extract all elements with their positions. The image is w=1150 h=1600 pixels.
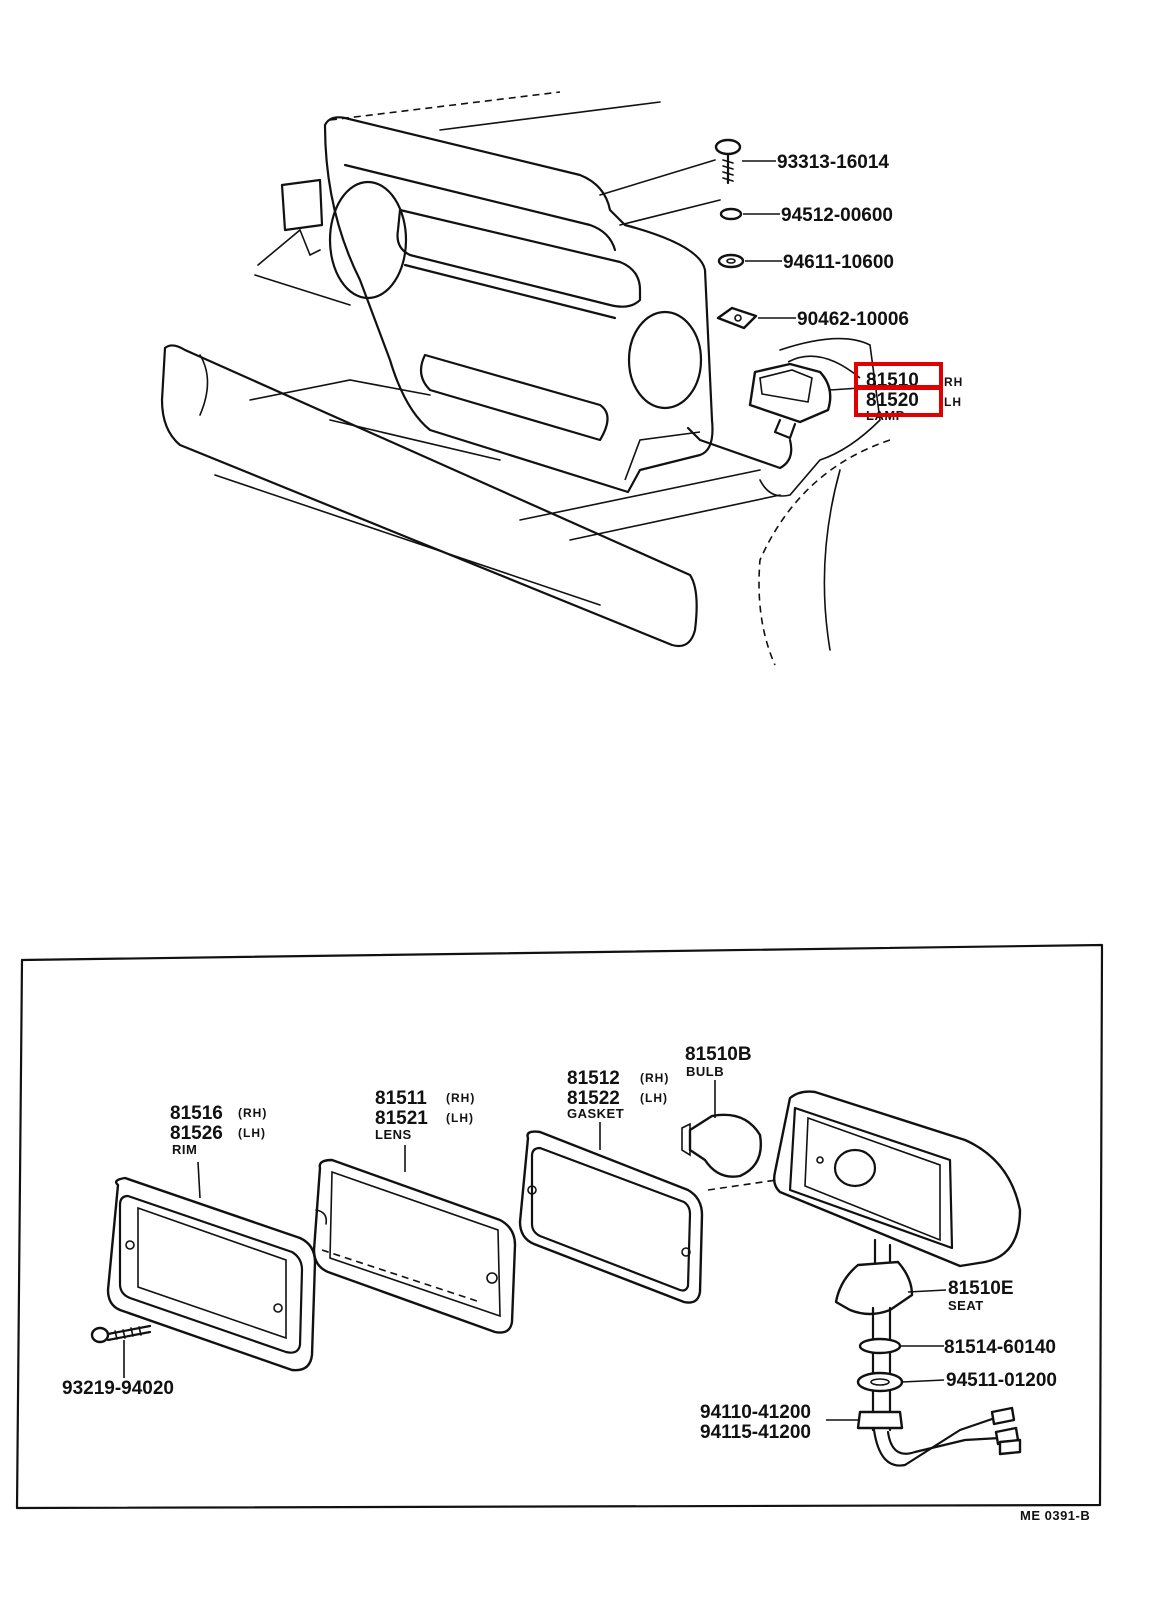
gasket-lh-part-number: 81522 xyxy=(567,1088,620,1109)
clip-90462 xyxy=(716,306,758,330)
gasket-name: GASKET xyxy=(567,1106,624,1121)
vehicle-front-illustration xyxy=(160,91,891,666)
lens-rh-side: (RH) xyxy=(446,1091,475,1105)
seat-part-number: 81510E xyxy=(948,1278,1014,1299)
rim-rh-part-number: 81516 xyxy=(170,1103,223,1124)
washer-94512 xyxy=(719,207,743,221)
nut-94110 xyxy=(856,1410,904,1430)
highlight-box-lh xyxy=(854,385,943,417)
rim-lh-side: (LH) xyxy=(238,1126,266,1140)
lens-part xyxy=(312,1158,517,1334)
fog-lamp-assembly xyxy=(686,362,832,470)
drawing-code: ME 0391-B xyxy=(1020,1508,1090,1523)
lamp-body-part xyxy=(772,1090,1022,1274)
headlight-left xyxy=(328,180,408,300)
washer-81514 xyxy=(858,1337,902,1355)
seat-name: SEAT xyxy=(948,1298,984,1313)
headlight-right xyxy=(627,310,703,410)
detail-view-frame xyxy=(15,943,1104,1510)
lamp-lh-side: LH xyxy=(944,395,962,409)
nut-part-number-2: 94115-41200 xyxy=(700,1422,811,1443)
top-leader-lines xyxy=(624,160,861,481)
seat-part xyxy=(834,1260,914,1316)
washer-81514-part-number: 81514-60140 xyxy=(944,1337,1056,1358)
rim-lh-part-number: 81526 xyxy=(170,1123,223,1144)
part-number-94512-00600: 94512-00600 xyxy=(781,205,893,226)
rim-name: RIM xyxy=(172,1142,197,1157)
gasket-part xyxy=(518,1130,704,1304)
part-number-90462-10006: 90462-10006 xyxy=(797,309,909,330)
lens-rh-part-number: 81511 xyxy=(375,1088,427,1109)
lamp-lh-part-number: 81520 xyxy=(866,390,919,411)
washer-94511 xyxy=(856,1371,904,1393)
bolt-93313 xyxy=(714,138,742,185)
stud-and-hardware xyxy=(856,1306,1022,1467)
bulb-name: BULB xyxy=(686,1064,724,1079)
screw-part xyxy=(90,1324,152,1344)
lens-lh-side: (LH) xyxy=(446,1111,474,1125)
part-number-93313-16014: 93313-16014 xyxy=(777,152,889,173)
rim-rh-side: (RH) xyxy=(238,1106,267,1120)
nut-94611 xyxy=(717,253,745,269)
gasket-rh-part-number: 81512 xyxy=(567,1068,620,1089)
lamp-rh-side: RH xyxy=(944,375,963,389)
rim-part xyxy=(106,1176,317,1372)
detail-leader-lines xyxy=(123,1080,947,1421)
nut-part-number-1: 94110-41200 xyxy=(700,1402,811,1423)
lens-name: LENS xyxy=(375,1127,412,1142)
screw-part-number: 93219-94020 xyxy=(62,1378,174,1399)
washer-94511-part-number: 94511-01200 xyxy=(946,1370,1057,1391)
part-number-94611-10600: 94611-10600 xyxy=(783,252,894,273)
gasket-lh-side: (LH) xyxy=(640,1091,668,1105)
bulb-part xyxy=(681,1113,791,1191)
gasket-rh-side: (RH) xyxy=(640,1071,669,1085)
bulb-part-number: 81510B xyxy=(685,1044,752,1065)
lens-lh-part-number: 81521 xyxy=(375,1108,428,1129)
